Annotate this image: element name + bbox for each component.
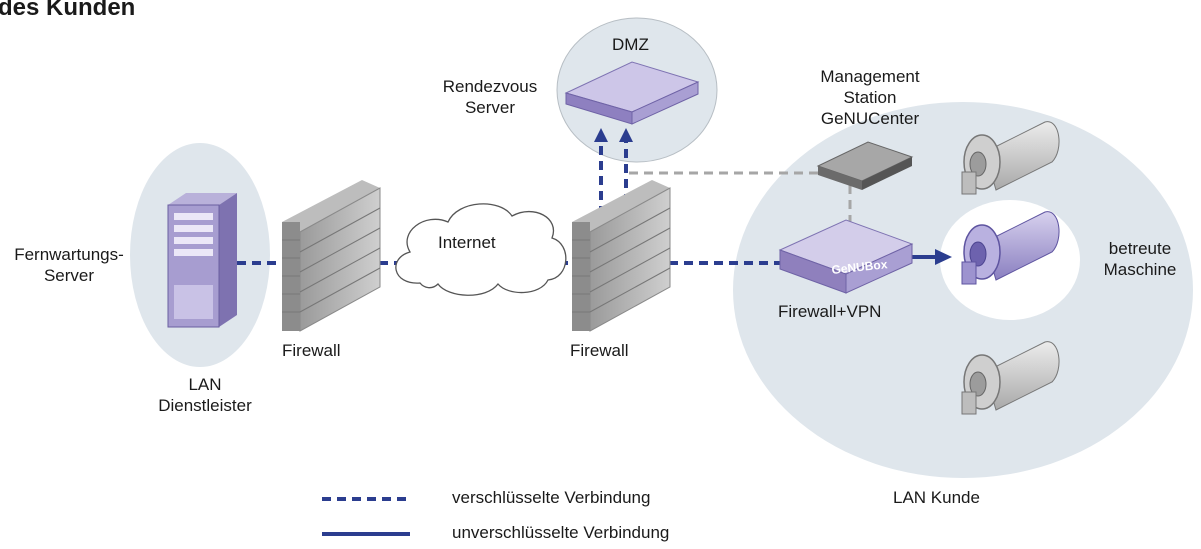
- arrow-up-left: [594, 128, 608, 142]
- firewall-vpn-label: Firewall+VPN: [778, 301, 881, 322]
- management-station-label: Management Station GeNUCenter: [800, 66, 940, 129]
- betreute-line1: betreute: [1108, 239, 1172, 258]
- rendezvous-server-label: Rendezvous Server: [430, 76, 550, 118]
- fernwartung-line1: Fernwartungs-: [14, 245, 124, 264]
- internet-text: Internet: [438, 233, 496, 252]
- fernwartung-line2: Server: [43, 266, 95, 285]
- lan-dienstleister-label: LAN Dienstleister: [150, 374, 260, 416]
- firewall-right-icon: [572, 180, 671, 332]
- dmz-text: DMZ: [612, 35, 649, 54]
- arrow-right: [935, 249, 952, 265]
- dmz-label: DMZ: [612, 34, 649, 55]
- lan-dienstleister-line1: LAN: [188, 375, 222, 394]
- rendezvous-line1: Rendezvous: [442, 77, 538, 96]
- genubox-label: GeNUBox: [831, 257, 888, 277]
- lan-kunde-text: LAN Kunde: [893, 488, 980, 507]
- management-link: [629, 171, 852, 225]
- management-line1: Management: [820, 67, 920, 86]
- genubox-device-icon: [778, 219, 914, 294]
- betreute-maschine-label: betreute Maschine: [1090, 238, 1190, 280]
- machine-bottom-icon: [961, 341, 1060, 415]
- firewall-vpn-text: Firewall+VPN: [778, 302, 882, 321]
- firewall-right-text: Firewall: [570, 341, 629, 360]
- fernwartungs-server-icon: [167, 193, 237, 328]
- rendezvous-server-icon: [564, 61, 700, 125]
- management-line3: GeNUCenter: [820, 109, 920, 128]
- firewall-left-label: Firewall: [282, 340, 341, 361]
- betreute-line2: Maschine: [1103, 260, 1177, 279]
- fernwartungs-server-label: Fernwartungs- Server: [4, 244, 134, 286]
- legend-unencrypted-label: unverschlüsselte Verbindung: [452, 523, 670, 542]
- management-line2: Station: [843, 88, 897, 107]
- machine-top-icon: [961, 121, 1060, 195]
- firewall-right-label: Firewall: [570, 340, 629, 361]
- rendezvous-line2: Server: [464, 98, 516, 117]
- legend-encrypted-label: verschlüsselte Verbindung: [452, 488, 651, 507]
- lan-kunde-label: LAN Kunde: [893, 487, 980, 508]
- arrow-up-right: [619, 128, 633, 142]
- management-station-icon: [816, 141, 914, 190]
- machine-betreut-icon: [961, 211, 1060, 285]
- internet-cloud-icon: [395, 203, 567, 296]
- lan-dienstleister-line2: Dienstleister: [158, 396, 252, 415]
- internet-label: Internet: [438, 232, 496, 253]
- page-title: des Kunden: [0, 0, 136, 21]
- firewall-left-text: Firewall: [282, 341, 341, 360]
- firewall-left-icon: [282, 180, 381, 332]
